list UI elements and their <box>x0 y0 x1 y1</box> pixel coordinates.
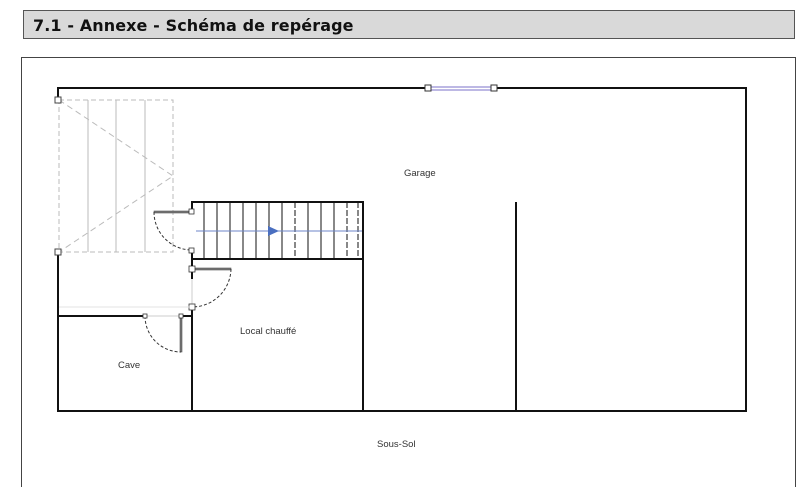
staircase <box>191 201 364 411</box>
door-local <box>188 265 232 311</box>
corner-marker <box>54 248 62 256</box>
stair-direction-arrow <box>196 226 362 236</box>
door-cave <box>142 313 184 353</box>
window-icon <box>424 84 498 92</box>
section-title: 7.1 - Annexe - Schéma de repérage <box>33 16 354 35</box>
upper-stair-ghost <box>58 99 174 253</box>
section-header: 7.1 - Annexe - Schéma de repérage <box>23 10 795 39</box>
plan-frame <box>21 57 796 487</box>
room-label-cave: Cave <box>118 360 140 371</box>
corner-marker <box>54 96 62 104</box>
level-label: Sous-Sol <box>377 439 416 450</box>
door-upper <box>153 208 195 254</box>
outer-walls <box>57 87 747 412</box>
floor-plan: Garage Local chauffé Cave Sous-Sol <box>54 84 747 450</box>
room-label-garage: Garage <box>404 168 436 179</box>
room-label-local-chauffe: Local chauffé <box>240 326 296 337</box>
